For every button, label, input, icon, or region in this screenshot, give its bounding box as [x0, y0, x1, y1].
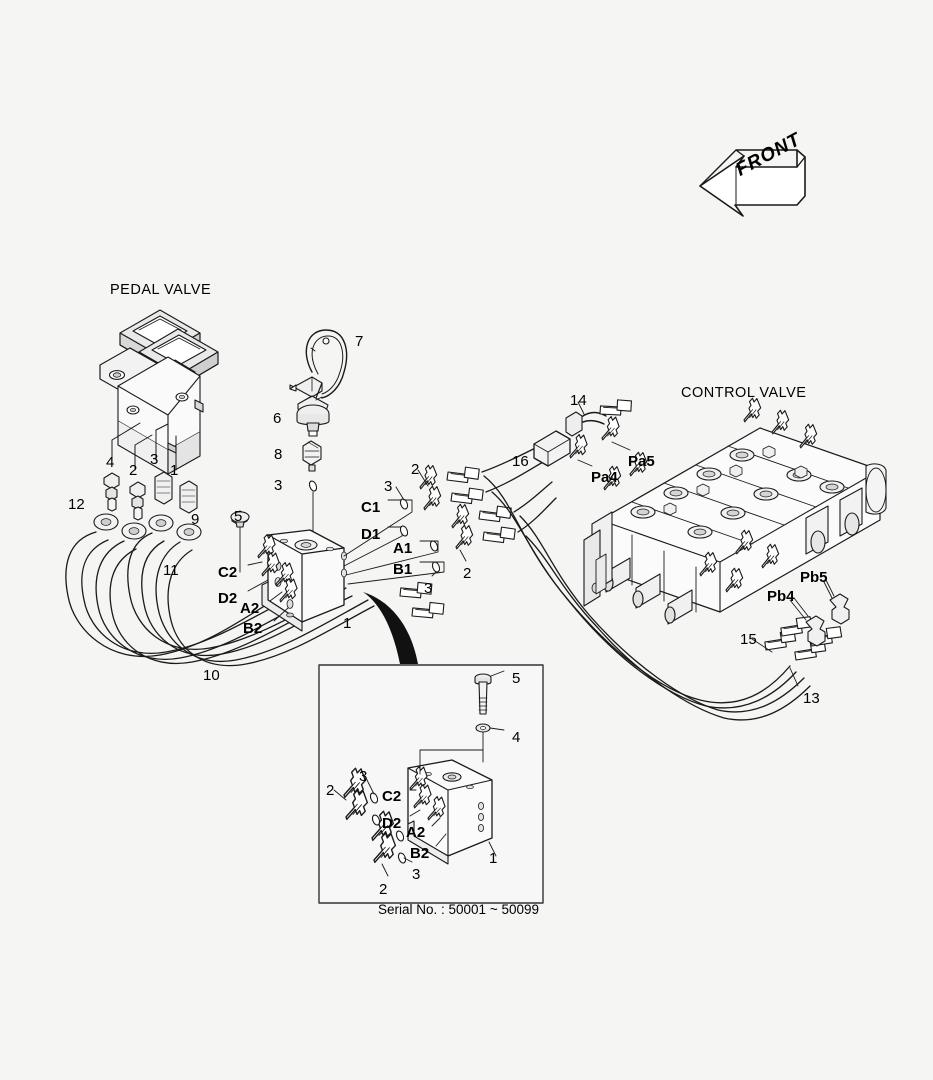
callout-c-3d: 3 [424, 580, 433, 597]
pedal-valve-assembly [99, 309, 219, 475]
control-valve-assembly [583, 396, 887, 625]
port-label-p-d2: D2 [218, 590, 238, 607]
port-label-p-pa4: Pa4 [591, 469, 618, 486]
inset-washer-item4 [475, 723, 505, 763]
inset-port-label-di-a2: A2 [406, 824, 426, 841]
inset-bolt-item5 [474, 670, 505, 715]
callout-c-3a: 3 [150, 451, 159, 468]
pedal-valve-fittings [103, 471, 198, 521]
callout-c-11: 11 [163, 562, 179, 579]
callout-c-8: 8 [274, 446, 283, 463]
port-label-p-c2: C2 [218, 564, 238, 581]
inset-port-label-di-c2: C2 [382, 788, 402, 805]
inset-callout-d-2b: 2 [379, 881, 388, 898]
port-label-p-d1: D1 [361, 526, 381, 543]
manifold-block-item1 [251, 529, 347, 632]
inset-callout-d-4: 4 [512, 729, 521, 746]
callout-c-6: 6 [273, 410, 282, 427]
inset-port-label-di-d2: D2 [382, 815, 402, 832]
inset-manifold-block [403, 759, 493, 865]
callout-c-10: 10 [203, 667, 220, 684]
port-label-p-a1: A1 [393, 540, 413, 557]
callout-c-9: 9 [191, 511, 200, 528]
pedal-valve-heading: PEDAL VALVE [110, 282, 212, 298]
serial-note: Serial No. : 50001 ~ 50099 [378, 902, 539, 917]
callout-c-7: 7 [355, 333, 364, 350]
inset-fittings-item2 [333, 765, 400, 877]
front-arrow-icon [699, 149, 806, 217]
callout-c-5: 5 [234, 508, 243, 525]
inset-port-label-di-b2: B2 [410, 845, 430, 862]
pressure-switch-item6 [296, 395, 330, 437]
adapter-item8 [302, 440, 322, 472]
callout-c-12: 12 [68, 496, 85, 513]
callout-c-4: 4 [106, 454, 115, 471]
port-label-p-pa5: Pa5 [628, 453, 655, 470]
pedal-hose-ends [93, 513, 202, 541]
detail-pointer [363, 592, 418, 664]
callout-c-2a: 2 [129, 462, 138, 479]
callout-c-3c: 3 [384, 478, 393, 495]
callout-c-14: 14 [570, 392, 587, 409]
port-label-p-b1: B1 [393, 561, 413, 578]
callout-c-2c: 2 [463, 565, 472, 582]
bolt-item5-main [230, 510, 250, 573]
port-label-p-pb5: Pb5 [800, 569, 828, 586]
callout-c-2b: 2 [411, 461, 420, 478]
control-hoses [481, 430, 811, 721]
wire-harness-item7 [289, 329, 348, 399]
callout-c-1a: 1 [170, 462, 179, 479]
port-label-p-a2: A2 [240, 600, 260, 617]
inset-callout-d-2a: 2 [326, 782, 335, 799]
port-label-p-pb4: Pb4 [767, 588, 795, 605]
callout-c-3b: 3 [274, 477, 283, 494]
port-label-p-c1: C1 [361, 499, 381, 516]
callout-c-15: 15 [740, 631, 757, 648]
hose-item14 [565, 392, 636, 437]
inset-callout-d-3b: 3 [412, 866, 421, 883]
inset-callout-d-5: 5 [512, 670, 521, 687]
callout-c-1b: 1 [343, 615, 352, 632]
inset-callout-d-1: 1 [489, 850, 498, 867]
port-label-p-b2: B2 [243, 620, 263, 637]
callout-c-16: 16 [512, 453, 529, 470]
oring-item3-top [307, 479, 319, 493]
inset-callout-d-3a: 3 [359, 768, 368, 785]
fittings-item2-right [413, 463, 477, 562]
callout-c-13: 13 [803, 690, 820, 707]
control-valve-heading: CONTROL VALVE [681, 385, 807, 401]
elbow-fittings-pb [793, 579, 850, 647]
